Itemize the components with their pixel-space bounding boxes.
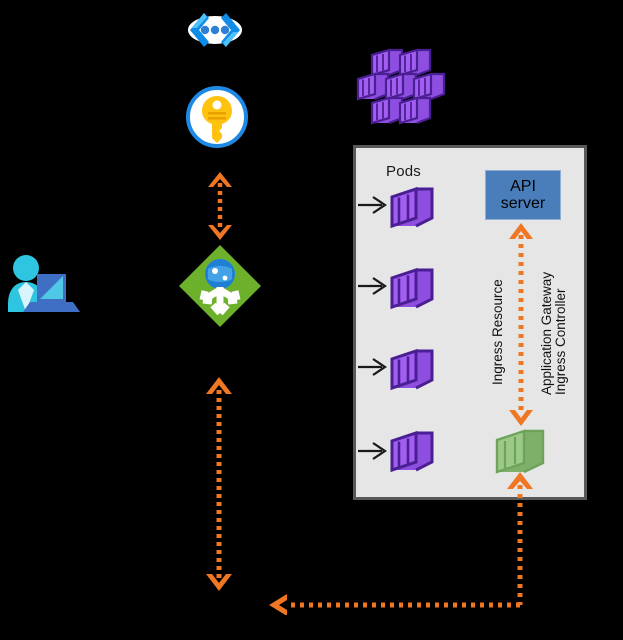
ingress-controller-icon bbox=[494, 428, 546, 481]
ingress-resource-label: Ingress Resource bbox=[490, 279, 505, 385]
user-with-laptop-icon bbox=[4, 246, 102, 318]
connector-identity-to-gateway bbox=[204, 170, 236, 242]
pods-label: Pods bbox=[386, 163, 421, 180]
pod-inbound-arrow bbox=[358, 196, 388, 214]
application-gateway-icon bbox=[177, 243, 263, 329]
connector-gateway-to-backend bbox=[202, 375, 236, 593]
api-server-box: API server bbox=[485, 170, 561, 220]
pod-inbound-arrow bbox=[358, 442, 388, 460]
connector-ingress-controller-to-gateway-path bbox=[265, 470, 535, 615]
key-vault-icon bbox=[186, 86, 248, 148]
pod-inbound-arrow bbox=[358, 277, 388, 295]
application-gateway-ingress-controller-label: Application Gateway Ingress Controller bbox=[539, 271, 569, 395]
agic-label-line1: Application Gateway bbox=[539, 271, 554, 395]
pod-container-icon bbox=[389, 348, 435, 397]
api-server-label-line1: API bbox=[510, 177, 536, 195]
container-cluster-icon bbox=[353, 48, 449, 130]
azure-active-directory-icon bbox=[180, 6, 250, 54]
connector-api-server-to-ingress-controller bbox=[507, 222, 535, 428]
pod-inbound-arrow bbox=[358, 358, 388, 376]
agic-label-line2: Ingress Controller bbox=[553, 288, 569, 395]
pod-container-icon bbox=[389, 430, 435, 479]
pod-container-icon bbox=[389, 186, 435, 235]
api-server-label-line2: server bbox=[500, 195, 546, 212]
pod-container-icon bbox=[389, 267, 435, 316]
